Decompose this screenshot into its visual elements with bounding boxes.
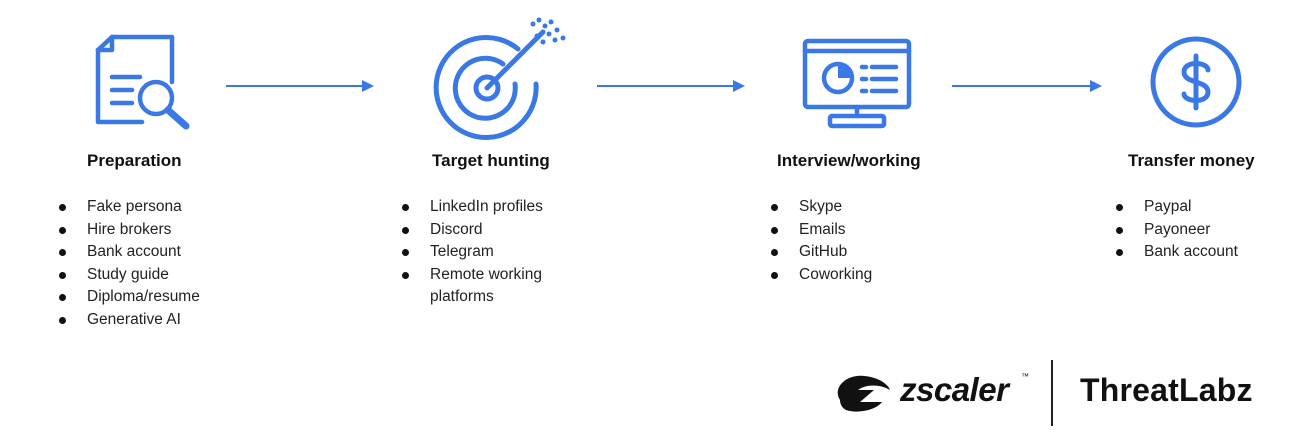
list-item: Diploma/resume <box>57 286 277 309</box>
target-icon <box>433 17 566 141</box>
logo-divider <box>1051 360 1053 426</box>
list-item: Telegram <box>400 241 590 264</box>
document-search-icon <box>95 34 190 130</box>
footer-logos: zscaler ™ ThreatLabz <box>830 360 1300 430</box>
list-item: Generative AI <box>57 309 277 332</box>
stage-title-transfer-money: Transfer money <box>1128 151 1255 170</box>
arrow-right-2 <box>597 80 745 92</box>
list-item: Hire brokers <box>57 219 277 242</box>
threatlabz-wordmark: ThreatLabz <box>1080 372 1253 408</box>
list-item: Remote working platforms <box>400 264 590 309</box>
list-item: Discord <box>400 219 590 242</box>
dollar-coin-icon <box>1150 36 1242 128</box>
list-item: Fake persona <box>57 196 277 219</box>
stage-title-preparation: Preparation <box>87 151 182 170</box>
list-item: Bank account <box>57 241 277 264</box>
list-item: Coworking <box>769 264 969 287</box>
list-item: Paypal <box>1114 196 1304 219</box>
list-item: Study guide <box>57 264 277 287</box>
list-item: Payoneer <box>1114 219 1304 242</box>
stage-title-interview-working: Interview/working <box>777 151 921 170</box>
list-item: Skype <box>769 196 969 219</box>
stage-title-target-hunting: Target hunting <box>432 151 550 170</box>
list-item: Emails <box>769 219 969 242</box>
list-item: GitHub <box>769 241 969 264</box>
list-item: LinkedIn profiles <box>400 196 590 219</box>
list-item: Bank account <box>1114 241 1304 264</box>
zscaler-trademark: ™ <box>1021 372 1029 381</box>
zscaler-logo-mark <box>837 375 890 412</box>
zscaler-wordmark: zscaler <box>900 371 1009 408</box>
arrow-right-3 <box>952 80 1102 92</box>
arrow-right-1 <box>226 80 374 92</box>
monitor-chart-icon <box>802 38 912 129</box>
